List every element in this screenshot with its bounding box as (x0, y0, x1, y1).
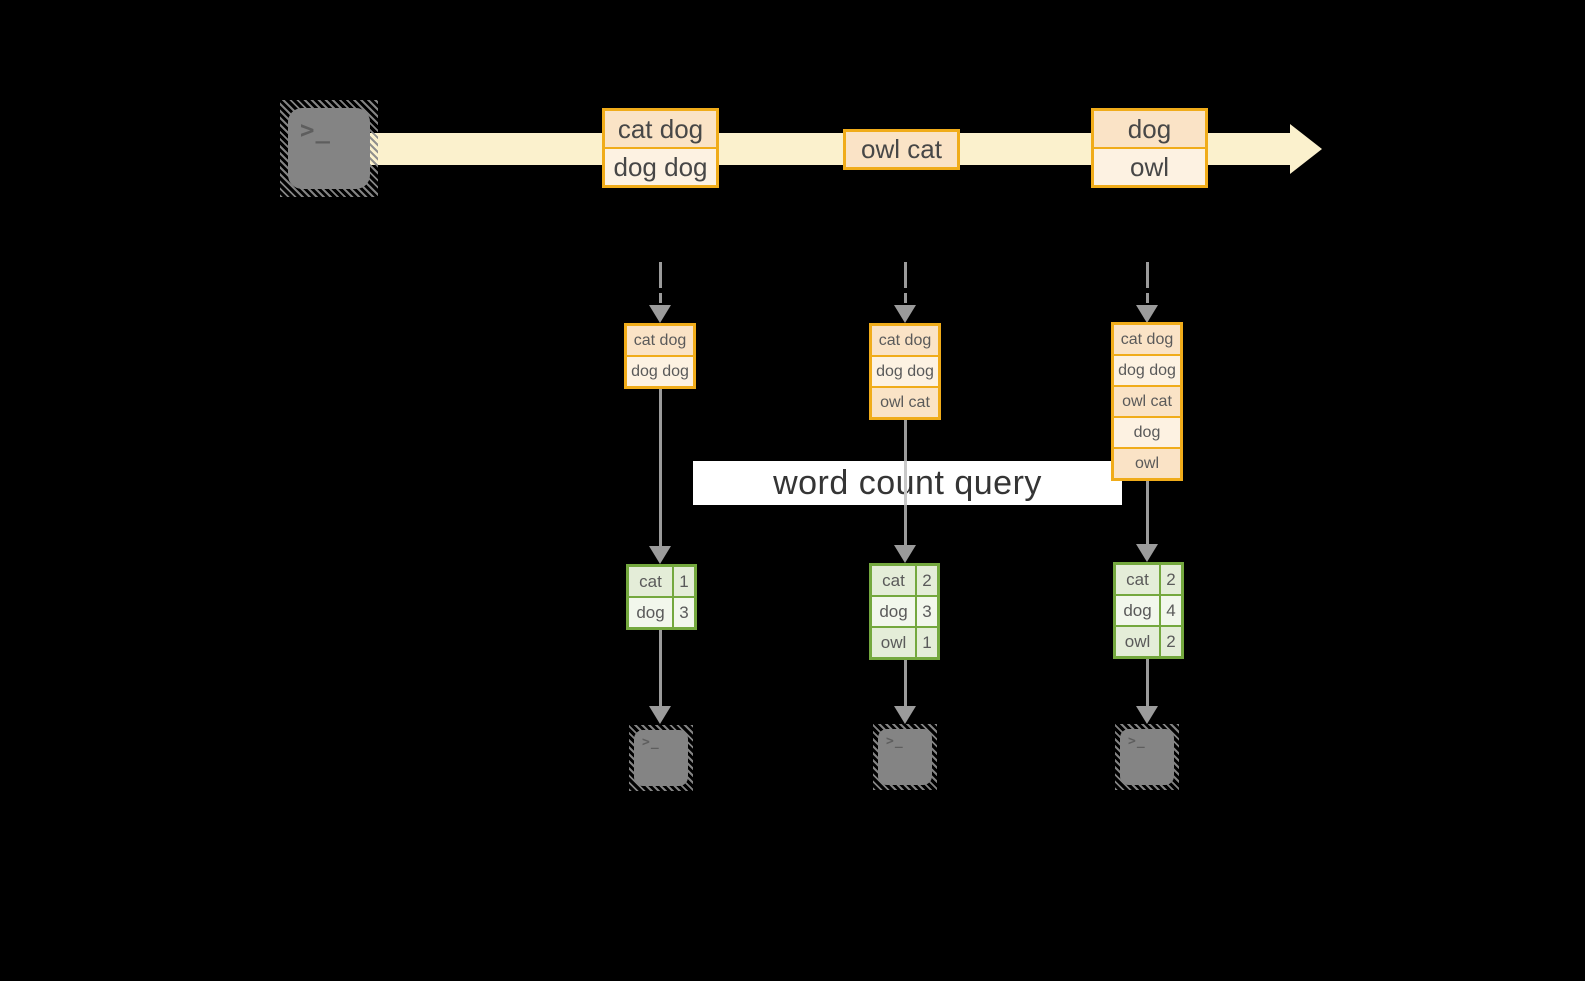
terminal-prompt-glyph: >_ (1128, 734, 1146, 749)
arrow-head-icon (649, 546, 671, 564)
query-connector-3 (1145, 481, 1149, 545)
sink-terminal-icon-2: >_ (873, 724, 937, 790)
terminal-prompt-glyph: >_ (642, 735, 660, 750)
table-row: dog 4 (1116, 596, 1181, 625)
count-cell: 2 (1161, 627, 1181, 656)
arrow-head-icon (894, 706, 916, 724)
stream-batch-3: dog owl (1091, 108, 1208, 188)
word-count-table-2: cat 2 dog 3 owl 1 (869, 563, 940, 660)
batch-line: dog (1094, 111, 1205, 147)
stream-arrow-head-icon (1290, 124, 1322, 174)
terminal-prompt-glyph: >_ (886, 734, 904, 749)
stack-cell: dog dog (872, 357, 938, 386)
query-banner: word count query (693, 461, 1122, 505)
micro-batch-stack-1: cat dog dog dog (624, 323, 696, 389)
stack-cell: owl cat (1114, 387, 1180, 416)
source-terminal-icon: >_ (280, 100, 378, 197)
table-row: cat 2 (872, 566, 937, 595)
word-count-table-1: cat 1 dog 3 (626, 564, 697, 630)
arrow-dash (1145, 293, 1149, 303)
sink-terminal-icon-1: >_ (629, 725, 693, 791)
table-row: cat 1 (629, 567, 694, 596)
word-cell: cat (1116, 565, 1159, 594)
table-row: owl 1 (872, 628, 937, 657)
batch-line: dog dog (605, 149, 716, 185)
arrow-dash (658, 262, 662, 288)
query-banner-label: word count query (773, 463, 1042, 502)
count-cell: 3 (917, 597, 937, 626)
arrow-head-icon (1136, 305, 1158, 323)
arrow-head-icon (1136, 544, 1158, 562)
stack-cell: owl cat (872, 388, 938, 417)
arrow-head-icon (894, 545, 916, 563)
table-row: owl 2 (1116, 627, 1181, 656)
micro-batch-stack-2: cat dog dog dog owl cat (869, 323, 941, 420)
stack-cell: cat dog (627, 326, 693, 355)
arrow-dash (658, 293, 662, 303)
batch-line: owl (1094, 149, 1205, 185)
table-row: cat 2 (1116, 565, 1181, 594)
stack-cell: cat dog (872, 326, 938, 355)
terminal-body: >_ (634, 730, 688, 786)
count-cell: 2 (1161, 565, 1181, 594)
word-cell: dog (629, 598, 672, 627)
word-cell: owl (1116, 627, 1159, 656)
word-cell: cat (629, 567, 672, 596)
table-row: dog 3 (872, 597, 937, 626)
ingest-arrow-3 (1136, 262, 1158, 323)
count-cell: 1 (917, 628, 937, 657)
count-cell: 4 (1161, 596, 1181, 625)
arrow-head-icon (1136, 706, 1158, 724)
word-cell: dog (872, 597, 915, 626)
sink-terminal-icon-3: >_ (1115, 724, 1179, 790)
terminal-body: >_ (1120, 729, 1174, 785)
stack-cell: dog (1114, 418, 1180, 447)
stream-batch-2: owl cat (843, 129, 960, 170)
stream-batch-1: cat dog dog dog (602, 108, 719, 188)
sink-connector-3 (1145, 657, 1149, 707)
query-connector-overlay (903, 461, 907, 505)
arrow-head-icon (894, 305, 916, 323)
terminal-body: >_ (878, 729, 932, 785)
word-cell: owl (872, 628, 915, 657)
word-cell: dog (1116, 596, 1159, 625)
query-connector-1 (658, 387, 662, 547)
micro-batch-stack-3: cat dog dog dog owl cat dog owl (1111, 322, 1183, 481)
sink-connector-2 (903, 658, 907, 707)
table-row: dog 3 (629, 598, 694, 627)
count-cell: 3 (674, 598, 694, 627)
count-cell: 1 (674, 567, 694, 596)
batch-line: cat dog (605, 111, 716, 147)
sink-connector-1 (658, 629, 662, 707)
stack-cell: owl (1114, 449, 1180, 478)
arrow-dash (1145, 262, 1149, 288)
ingest-arrow-1 (649, 262, 671, 323)
terminal-body: >_ (288, 108, 370, 189)
ingest-arrow-2 (894, 262, 916, 323)
word-cell: cat (872, 566, 915, 595)
stack-cell: dog dog (627, 357, 693, 386)
stack-cell: cat dog (1114, 325, 1180, 354)
batch-line: owl cat (846, 132, 957, 167)
arrow-dash (903, 262, 907, 288)
arrow-head-icon (649, 305, 671, 323)
count-cell: 2 (917, 566, 937, 595)
terminal-prompt-glyph: >_ (300, 116, 331, 144)
arrow-dash (903, 293, 907, 303)
word-count-table-3: cat 2 dog 4 owl 2 (1113, 562, 1184, 659)
stack-cell: dog dog (1114, 356, 1180, 385)
arrow-head-icon (649, 706, 671, 724)
